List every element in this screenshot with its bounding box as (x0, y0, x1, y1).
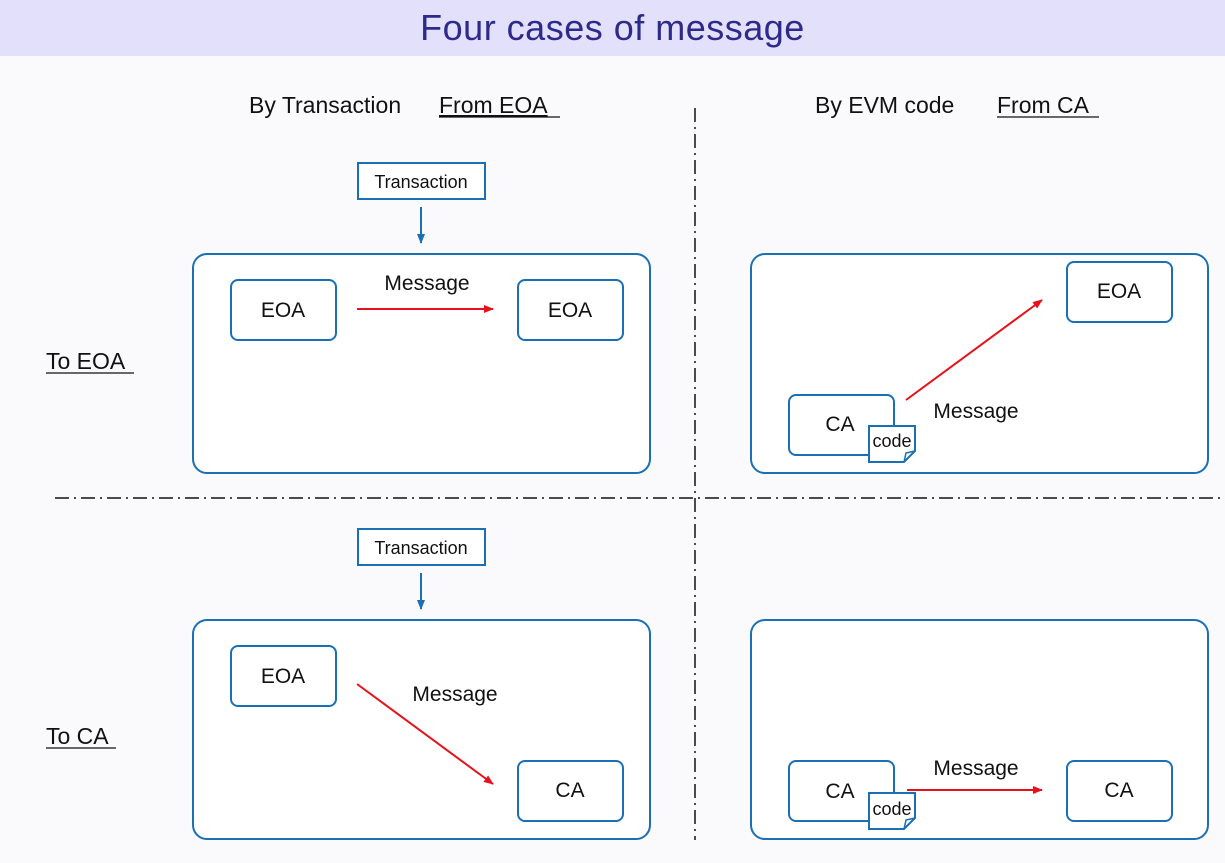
message-arrow-bl (356, 683, 494, 785)
node-eoa-sender-bl (230, 645, 337, 707)
message-label-bl: Message (412, 683, 497, 706)
transaction-box-bottom (357, 528, 486, 566)
title-bar: Four cases of message (0, 0, 1225, 56)
node-eoa-sender-tl-label: EOA (261, 299, 305, 322)
code-label-br: code (872, 799, 911, 819)
message-arrow-tr (905, 299, 1043, 401)
node-ca-sender-br-label: CA (825, 780, 854, 803)
code-label-tr: code (872, 431, 911, 451)
message-label-tl: Message (384, 272, 469, 295)
node-ca-sender-tr-label: CA (825, 413, 854, 436)
code-doc-fold-tr (903, 450, 916, 463)
transaction-label-top: Transaction (374, 172, 467, 192)
message-label-tr: Message (933, 400, 1018, 423)
right-from-label: From CA (997, 92, 1090, 118)
node-eoa-receiver-tl-label: EOA (548, 299, 592, 322)
message-label-br: Message (933, 757, 1018, 780)
node-eoa-receiver-tr-label: EOA (1097, 280, 1141, 303)
row-to-ca-label: To CA (46, 723, 109, 749)
left-from-label: From EOA (439, 92, 548, 118)
node-eoa-receiver-tl (517, 279, 624, 341)
code-doc-icon-br (868, 792, 916, 830)
node-ca-receiver-bl-label: CA (555, 779, 584, 802)
node-ca-receiver-br-label: CA (1104, 779, 1133, 802)
node-eoa-receiver-tr (1066, 261, 1173, 323)
transaction-label-bottom: Transaction (374, 538, 467, 558)
transaction-box-top (357, 162, 486, 200)
node-eoa-sender-tl (230, 279, 337, 341)
code-doc-icon-tr (868, 425, 916, 463)
left-by-label: By Transaction (249, 92, 401, 118)
right-by-label: By EVM code (815, 92, 954, 118)
node-ca-sender-br (788, 760, 895, 822)
node-ca-receiver-br (1066, 760, 1173, 822)
node-ca-receiver-bl (517, 760, 624, 822)
page-title: Four cases of message (420, 7, 805, 48)
node-eoa-sender-bl-label: EOA (261, 665, 305, 688)
code-doc-fold-br (903, 817, 916, 830)
row-to-eoa-label: To EOA (46, 348, 126, 374)
